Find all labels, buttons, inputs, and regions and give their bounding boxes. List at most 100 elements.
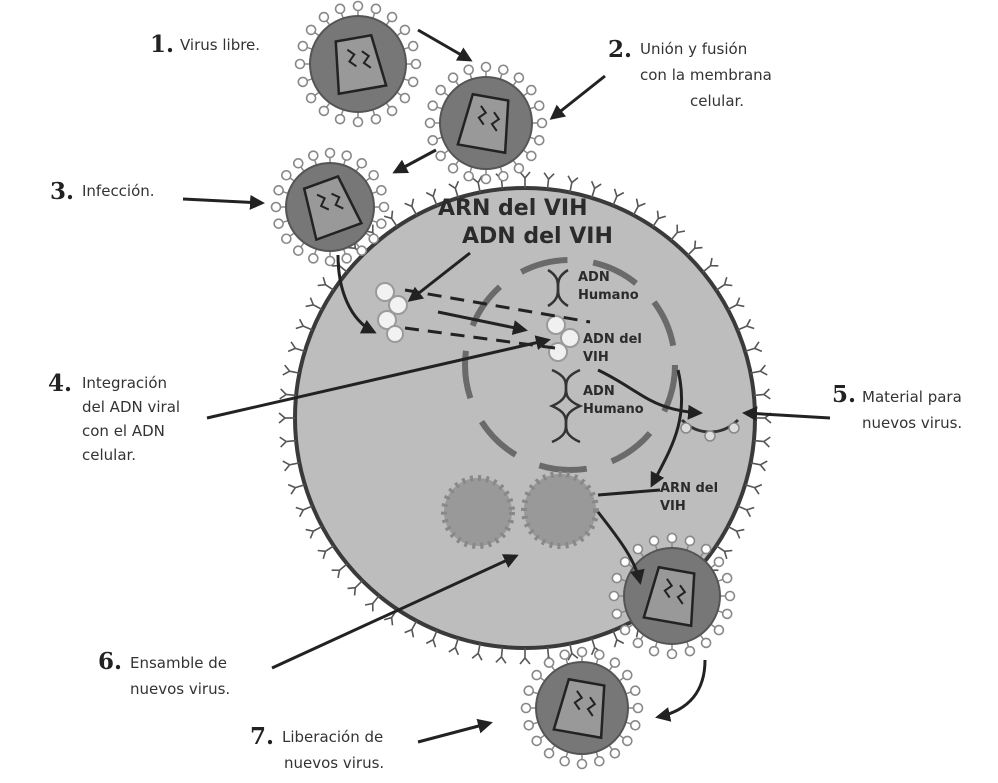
svg-text:Unión y fusión: Unión y fusión (640, 40, 747, 58)
svg-text:Integración: Integración (82, 374, 167, 392)
receptor-icon (383, 210, 398, 228)
receptor-icon (282, 364, 300, 376)
assembling-virus-1 (441, 475, 515, 549)
receptor-icon (750, 460, 768, 472)
svg-text:Material para: Material para (862, 388, 962, 406)
receptor-icon (279, 388, 297, 400)
receptor-icon (727, 525, 745, 539)
receptor-icon (282, 460, 300, 472)
integration-arrow (437, 310, 528, 335)
receptor-icon (305, 297, 323, 311)
receptor-icon (715, 545, 733, 560)
step-1: 1. Virus libre. (150, 31, 260, 58)
virus-icon (294, 0, 422, 128)
arn-del-vih-label-b: VIH (660, 499, 686, 514)
receptor-icon (744, 341, 763, 353)
receptor-icon (702, 257, 719, 273)
svg-text:Virus libre.: Virus libre. (180, 36, 260, 54)
receptor-icon (425, 630, 438, 648)
arn-del-vih-label-a: ARN del (660, 481, 718, 496)
arn-vih-label: ARN del VIH (438, 196, 588, 221)
viral-dna-fragment (375, 282, 408, 343)
receptor-icon (519, 171, 531, 188)
receptor-icon (612, 188, 625, 206)
receptor-icon (744, 483, 763, 495)
receptor-icon (753, 388, 771, 400)
receptor-icon (448, 637, 460, 656)
step-6: 6. Ensamble de nuevos virus. (98, 648, 230, 698)
step-5: 5. Material para nuevos virus. (832, 381, 962, 432)
receptor-icon (278, 412, 295, 424)
receptor-icon (715, 276, 733, 291)
svg-text:Liberación de: Liberación de (282, 728, 383, 746)
adn-humano-label-1a: ADN (578, 270, 610, 285)
receptor-icon (347, 580, 363, 596)
svg-text:nuevos virus.: nuevos virus. (284, 754, 384, 772)
receptor-icon (404, 198, 418, 216)
receptor-icon (753, 436, 771, 448)
receptor-icon (567, 175, 579, 193)
receptor-icon (317, 276, 335, 291)
adn-humano-label-1b: Humano (578, 288, 639, 303)
receptor-icon (567, 643, 579, 661)
receptor-icon (495, 646, 507, 664)
svg-text:7.: 7. (250, 723, 274, 750)
receptor-icon (317, 545, 335, 560)
new-virus-material (680, 418, 740, 442)
svg-text:nuevos virus.: nuevos virus. (862, 414, 962, 432)
svg-text:1.: 1. (150, 31, 174, 58)
receptor-icon (331, 563, 348, 579)
receptor-icon (590, 180, 602, 199)
receptor-icon (543, 172, 555, 190)
virus-icon (424, 61, 548, 185)
receptor-icon (750, 364, 768, 376)
adn-del-vih-label-b: VIH (583, 350, 609, 365)
adn-humano-label-2b: Humano (583, 402, 644, 417)
nucleus (462, 257, 678, 473)
svg-text:Ensamble de: Ensamble de (130, 654, 227, 672)
receptor-icon (305, 525, 323, 539)
receptor-icon (404, 620, 418, 638)
receptor-icon (519, 648, 531, 665)
svg-text:con el ADN: con el ADN (82, 422, 165, 440)
receptor-icon (670, 224, 686, 241)
dna-helix-icon (547, 268, 584, 444)
receptor-icon (287, 483, 306, 495)
receptor-icon (425, 188, 438, 206)
svg-text:6.: 6. (98, 648, 122, 675)
step-7: 7. Liberación de nuevos virus. (250, 723, 384, 772)
receptor-icon (727, 297, 745, 311)
receptor-icon (652, 210, 667, 228)
receptor-icon (612, 630, 625, 648)
svg-text:nuevos virus.: nuevos virus. (130, 680, 230, 698)
receptor-icon (737, 505, 755, 518)
receptor-icon (737, 318, 755, 331)
adn-humano-label-2a: ADN (583, 384, 615, 399)
adn-vih-label: ADN del VIH (462, 224, 613, 249)
svg-text:Infección.: Infección. (82, 182, 155, 200)
arrow-icon (182, 28, 831, 744)
svg-text:con la membrana: con la membrana (640, 66, 772, 84)
receptor-icon (687, 240, 703, 256)
integrated-viral-dna (546, 315, 580, 362)
step-2: 2. Unión y fusión con la membrana celula… (608, 36, 772, 110)
virus-icon (520, 646, 644, 770)
assembling-virus-2 (521, 471, 599, 549)
receptor-icon (364, 595, 380, 612)
receptor-icon (471, 643, 483, 661)
svg-text:3.: 3. (50, 178, 74, 205)
receptor-icon (448, 180, 460, 199)
receptor-icon (632, 198, 646, 216)
receptor-icon (295, 318, 313, 331)
svg-text:2.: 2. (608, 36, 632, 63)
svg-text:5.: 5. (832, 381, 856, 408)
svg-text:4.: 4. (48, 370, 72, 397)
virus-icon (270, 147, 390, 267)
adn-del-vih-label-a: ADN del (583, 332, 642, 347)
receptor-icon (295, 505, 313, 518)
virus-icon (608, 532, 736, 660)
svg-text:celular.: celular. (690, 92, 744, 110)
receptor-icon (287, 341, 306, 353)
